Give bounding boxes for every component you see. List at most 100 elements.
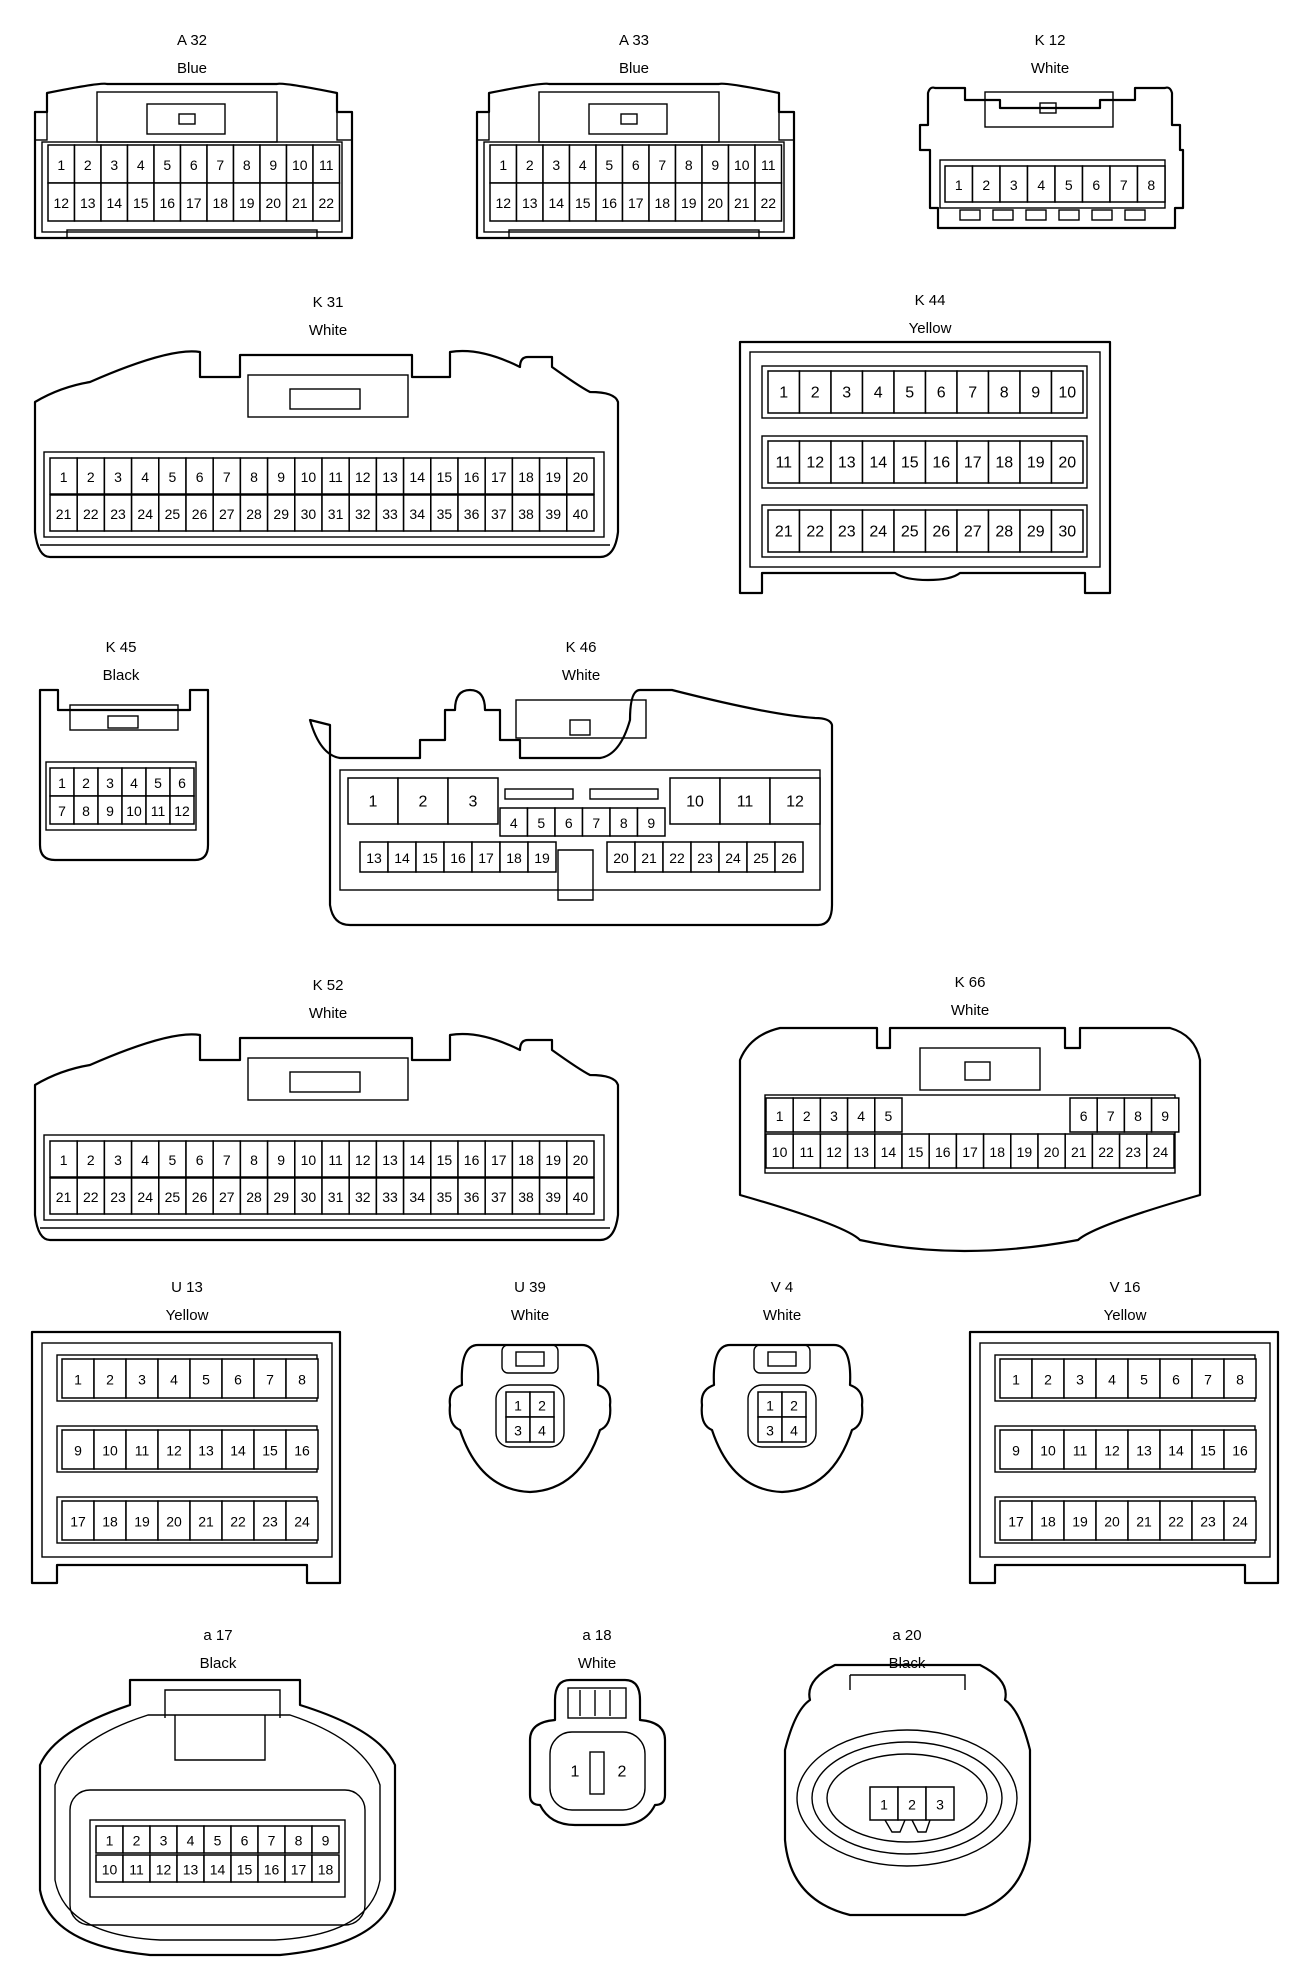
- pin-number: 14: [409, 469, 425, 485]
- pin-number: 16: [159, 195, 175, 211]
- pin-cell: [874, 1133, 903, 1169]
- pin-cell: [49, 494, 78, 532]
- pin-number: 27: [964, 524, 982, 541]
- pin-cell: [538, 1140, 568, 1178]
- connector-color-label: White: [309, 1005, 347, 1022]
- pin-number: 6: [1080, 1108, 1088, 1124]
- pin-number: 12: [355, 1152, 371, 1168]
- pin-number: 9: [74, 1443, 82, 1459]
- pin-number: 23: [697, 850, 713, 866]
- pin-number: 11: [151, 803, 166, 819]
- pin-cell: [457, 1177, 486, 1215]
- pin-number: 5: [169, 469, 177, 485]
- pin-cell: [484, 494, 514, 532]
- pin-number: 17: [1008, 1514, 1024, 1530]
- connector-id-label: V 16: [1110, 1279, 1141, 1296]
- pin-number: 22: [1168, 1514, 1184, 1530]
- pin-number: 16: [601, 195, 617, 211]
- pin-cell: [415, 841, 445, 873]
- pin-number: 38: [518, 506, 534, 522]
- pin-number: 2: [419, 794, 428, 811]
- pin-number: 25: [901, 524, 919, 541]
- pin-number: 8: [1000, 385, 1009, 402]
- pin-number: 28: [246, 506, 262, 522]
- pin-cell: [169, 795, 195, 825]
- pin-number: 22: [806, 524, 824, 541]
- pin-number: 12: [1104, 1443, 1120, 1459]
- pin-number: 23: [110, 506, 126, 522]
- pin-number: 4: [130, 775, 138, 791]
- pin-number: 18: [506, 850, 522, 866]
- pin-cell: [221, 1500, 255, 1541]
- pin-number: 4: [1037, 177, 1045, 193]
- pin-number: 24: [137, 506, 153, 522]
- pin-number: 17: [964, 455, 982, 472]
- pin-number: 8: [1236, 1372, 1244, 1388]
- connector-color-label: Yellow: [1104, 1307, 1147, 1324]
- pin-number: 5: [214, 1833, 222, 1849]
- pin-number: 11: [737, 794, 754, 811]
- pin-number: 32: [355, 1189, 371, 1205]
- pin-number: 6: [196, 469, 204, 485]
- connector-color-label: White: [578, 1655, 616, 1672]
- pin-cell: [701, 144, 730, 184]
- pin-cell: [103, 1177, 133, 1215]
- pin-number: 10: [301, 469, 317, 485]
- pin-number: 21: [56, 506, 72, 522]
- pin-number: 16: [294, 1443, 310, 1459]
- pin-cell: [347, 777, 399, 825]
- pin-cell: [1159, 1429, 1193, 1470]
- pin-cell: [285, 1358, 319, 1399]
- pin-cell: [130, 1177, 160, 1215]
- pin-number: 10: [102, 1862, 118, 1878]
- pin-cell: [1136, 165, 1166, 203]
- connector-id-label: A 33: [619, 32, 649, 49]
- pin-number: 11: [328, 469, 343, 485]
- pin-number: 22: [1098, 1144, 1114, 1160]
- pin-cell: [1031, 1500, 1065, 1541]
- pin-number: 16: [464, 469, 480, 485]
- pin-number: 14: [106, 195, 122, 211]
- pin-number: 5: [905, 385, 914, 402]
- pin-number: 12: [53, 195, 69, 211]
- pin-number: 22: [83, 506, 99, 522]
- pin-number: 24: [869, 524, 887, 541]
- pin-number: 3: [160, 1833, 168, 1849]
- pin-cell: [76, 457, 106, 495]
- pin-number: 13: [80, 195, 96, 211]
- connector-id-label: K 44: [915, 292, 946, 309]
- pin-number: 10: [772, 1144, 788, 1160]
- pin-number: 6: [241, 1833, 249, 1849]
- pin-cell: [430, 457, 459, 495]
- pin-number: 11: [135, 1443, 150, 1459]
- pin-number: 9: [647, 815, 655, 831]
- pin-number: 29: [1027, 524, 1045, 541]
- pin-number: 29: [273, 506, 289, 522]
- pin-number: 1: [57, 157, 65, 173]
- pin-number: 6: [1172, 1372, 1180, 1388]
- pin-number: 18: [102, 1514, 118, 1530]
- pin-cell: [636, 807, 666, 837]
- pin-number: 10: [301, 1152, 317, 1168]
- pin-cell: [185, 1177, 214, 1215]
- pin-number: 6: [565, 815, 573, 831]
- pin-number: 5: [169, 1152, 177, 1168]
- pin-cell: [538, 457, 568, 495]
- pin-number: 14: [210, 1862, 226, 1878]
- pin-cell: [526, 807, 556, 837]
- pin-number: 32: [355, 506, 371, 522]
- pin-number: 3: [830, 1108, 838, 1124]
- pin-number: 16: [935, 1144, 951, 1160]
- pin-cell: [103, 1140, 133, 1178]
- pin-cell: [312, 182, 341, 222]
- pin-number: 7: [268, 1833, 276, 1849]
- pin-cell: [61, 1429, 95, 1470]
- connector-id-label: K 52: [313, 977, 344, 994]
- pin-number: 2: [790, 1398, 798, 1414]
- pin-number: 7: [658, 157, 666, 173]
- pin-cell: [1127, 1429, 1161, 1470]
- pin-cell: [149, 1825, 178, 1854]
- pin-number: 1: [766, 1398, 774, 1414]
